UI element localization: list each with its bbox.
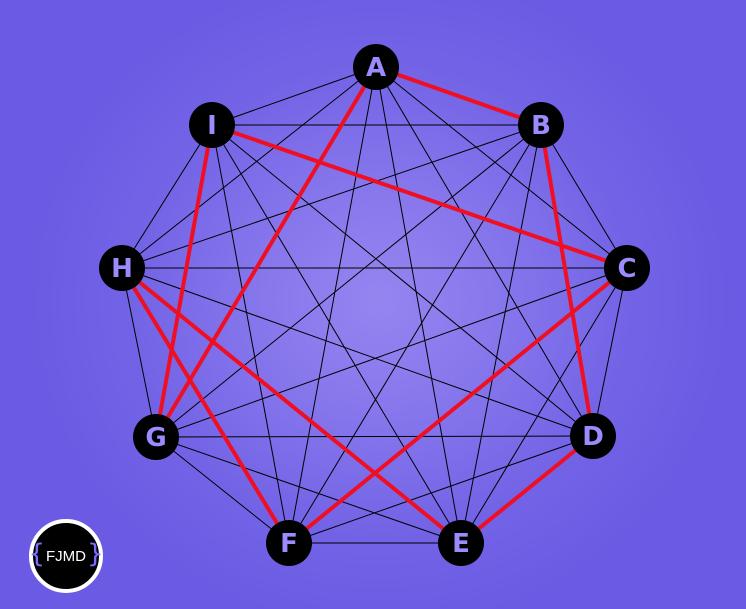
node-circle-c bbox=[604, 245, 650, 291]
node-e: E bbox=[438, 520, 484, 566]
node-f: F bbox=[266, 520, 312, 566]
node-c: C bbox=[604, 245, 650, 291]
fjmd-logo: { FJMD } bbox=[28, 519, 104, 593]
edge-c-g bbox=[155, 267, 628, 438]
node-circle-e bbox=[438, 520, 484, 566]
edge-c-e bbox=[460, 267, 628, 544]
logo-brace-right: } bbox=[87, 539, 104, 569]
edge-b-c bbox=[540, 124, 628, 269]
edge-c-d bbox=[592, 267, 628, 437]
edge-g-i-highlighted bbox=[154, 123, 214, 439]
edge-g-h bbox=[121, 267, 157, 438]
node-label-h: H bbox=[111, 254, 133, 284]
edge-a-g-highlighted bbox=[154, 65, 378, 439]
logo-text: FJMD bbox=[46, 547, 86, 565]
edge-b-d-highlighted bbox=[539, 123, 595, 438]
node-d: D bbox=[570, 413, 616, 459]
node-circle-h bbox=[99, 245, 145, 291]
edge-b-e bbox=[460, 124, 542, 544]
edge-f-i bbox=[211, 124, 290, 544]
node-label-a: A bbox=[366, 53, 386, 83]
node-label-f: F bbox=[280, 529, 298, 559]
node-circle-d bbox=[570, 413, 616, 459]
node-label-g: G bbox=[145, 423, 166, 453]
edge-b-f bbox=[288, 124, 542, 544]
edge-d-f bbox=[288, 435, 594, 544]
edge-a-d bbox=[375, 66, 594, 437]
edge-h-i bbox=[121, 124, 213, 269]
edge-a-b-highlighted bbox=[374, 65, 543, 127]
node-label-e: E bbox=[452, 529, 470, 559]
edges-layer bbox=[120, 65, 629, 545]
edge-f-h-highlighted bbox=[120, 266, 291, 545]
edge-f-g bbox=[155, 436, 290, 544]
node-label-i: I bbox=[207, 111, 217, 141]
edge-a-f bbox=[288, 66, 377, 544]
node-circle-i bbox=[189, 102, 235, 148]
edge-d-h bbox=[121, 267, 594, 437]
logo-brace-left: { bbox=[28, 539, 45, 569]
node-label-b: B bbox=[531, 111, 551, 141]
edge-a-e bbox=[375, 66, 462, 544]
node-b: B bbox=[518, 102, 564, 148]
edge-a-h bbox=[121, 66, 377, 269]
node-label-d: D bbox=[582, 422, 604, 452]
edge-b-h bbox=[121, 124, 542, 269]
node-circle-g bbox=[133, 414, 179, 460]
node-g: G bbox=[133, 414, 179, 460]
edge-d-e-highlighted bbox=[459, 434, 595, 545]
node-i: I bbox=[189, 102, 235, 148]
nodes-layer: A B C D E F G H I bbox=[99, 44, 650, 566]
node-a: A bbox=[353, 44, 399, 90]
node-h: H bbox=[99, 245, 145, 291]
edge-e-g bbox=[155, 436, 462, 544]
node-circle-a bbox=[353, 44, 399, 90]
edge-b-g bbox=[155, 124, 542, 438]
edge-a-c bbox=[375, 66, 628, 269]
node-circle-f bbox=[266, 520, 312, 566]
edge-e-i bbox=[211, 124, 462, 544]
edge-d-i bbox=[211, 124, 594, 437]
edge-c-i-highlighted bbox=[210, 123, 629, 270]
edge-a-i bbox=[211, 66, 377, 126]
edge-d-g bbox=[155, 435, 594, 438]
node-label-c: C bbox=[617, 254, 636, 284]
node-circle-b bbox=[518, 102, 564, 148]
edge-c-f-highlighted bbox=[287, 266, 629, 545]
